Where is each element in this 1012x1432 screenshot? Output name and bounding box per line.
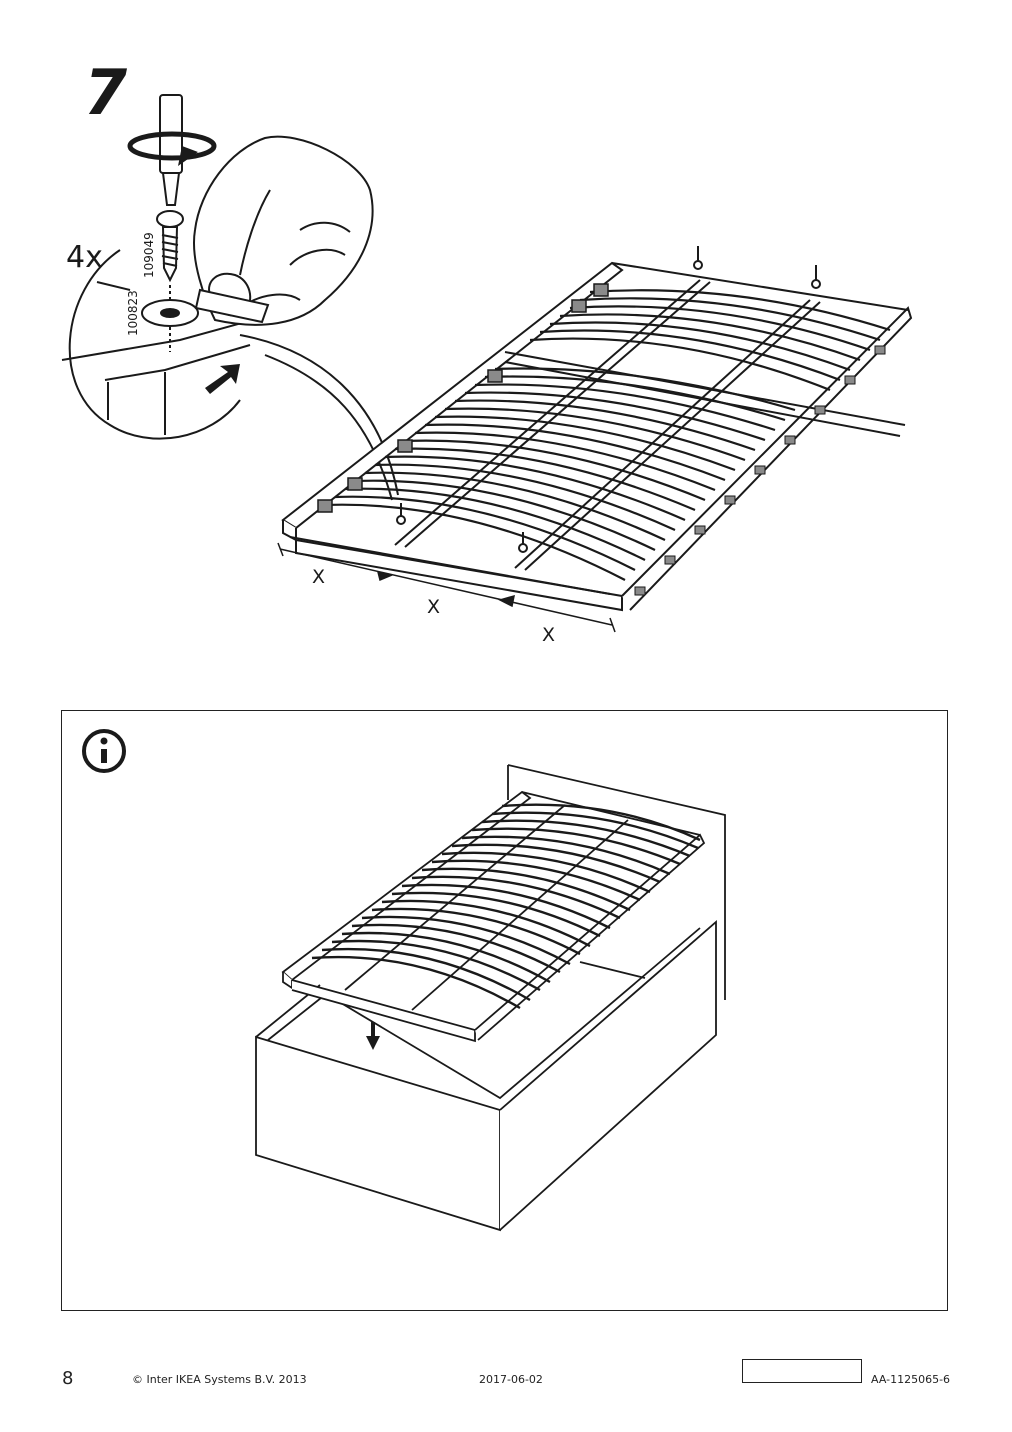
dimension-label: X <box>542 624 556 646</box>
part-number-washer: 100823 <box>126 290 140 336</box>
info-panel <box>61 710 948 1311</box>
document-date: 2017-06-02 <box>479 1373 543 1386</box>
push-arrow-icon <box>205 364 240 394</box>
page-number: 8 <box>62 1368 74 1389</box>
document-code: AA-1125065-6 <box>871 1373 951 1386</box>
blank-label-box <box>742 1359 862 1383</box>
screw-icon <box>156 210 184 283</box>
screwdriver-icon <box>127 94 217 206</box>
quantity-label: 4x <box>66 240 103 275</box>
slatted-bed-base-top <box>281 246 913 612</box>
washer-icon <box>141 285 199 352</box>
part-number-screw: 109049 <box>142 232 156 278</box>
step-number: 7 <box>84 56 128 129</box>
info-icon <box>82 729 126 773</box>
slatted-bed-base-bottom <box>281 790 706 1043</box>
hand-illustration <box>193 135 374 326</box>
detail-magnifier <box>61 249 399 501</box>
dimension-label: X <box>427 596 441 618</box>
dimension-label: X <box>312 566 326 588</box>
dimension-line <box>277 542 616 633</box>
down-arrow-icon <box>366 1022 380 1050</box>
copyright-text: © Inter IKEA Systems B.V. 2013 <box>132 1373 307 1386</box>
